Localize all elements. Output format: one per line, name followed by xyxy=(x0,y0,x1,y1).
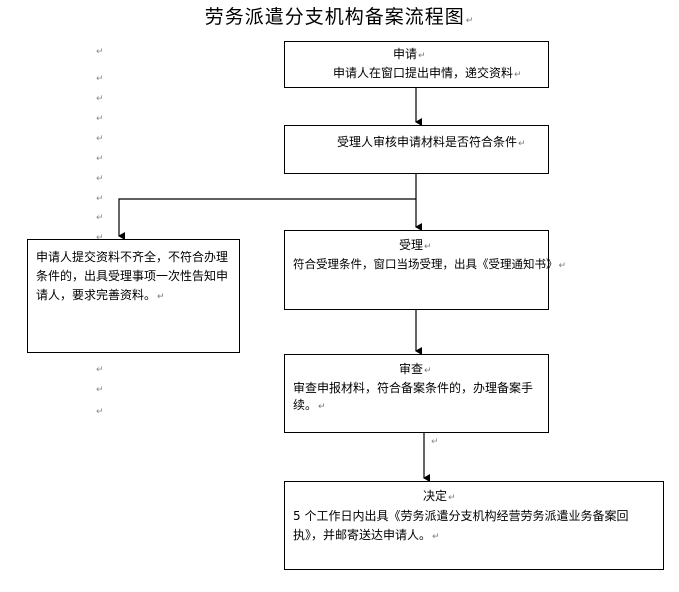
title-text: 劳务派遣分支机构备案流程图 xyxy=(204,6,465,28)
step-accept-heading: 受理↵ xyxy=(399,238,432,252)
paragraph-mark-icon: ↵ xyxy=(96,365,104,375)
step-reject-box: 申请人提交资料不齐全，不符合办理条件的，出具受理事项一次性告知申请人，要求完善资… xyxy=(27,239,240,353)
step-decide-box: 决定↵ 5 个工作日内出具《劳务派遣分支机构经营劳务派遣业务备案回执》，并邮寄送… xyxy=(284,481,664,570)
paragraph-mark-icon: ↵ xyxy=(96,213,104,223)
paragraph-mark-icon: ↵ xyxy=(96,174,104,184)
paragraph-mark-icon: ↵ xyxy=(96,154,104,164)
paragraph-mark-icon: ↵ xyxy=(96,47,104,57)
step-apply-text: 申请人在窗口提出申情，递交资料↵ xyxy=(333,66,522,80)
step-examine-heading: 审查↵ xyxy=(399,362,432,376)
paragraph-mark-icon: ↵ xyxy=(431,437,439,447)
paragraph-mark-icon: ↵ xyxy=(96,74,104,84)
arrow-review-to-reject xyxy=(118,198,416,240)
step-review-box: 受理人审核申请材料是否符合条件↵ xyxy=(284,125,549,174)
paragraph-mark-icon: ↵ xyxy=(465,16,475,26)
paragraph-mark-icon: ↵ xyxy=(96,114,104,124)
paragraph-mark-icon: ↵ xyxy=(96,194,104,204)
step-apply-box: 申请↵ 申请人在窗口提出申情，递交资料↵ xyxy=(284,41,549,88)
paragraph-mark-icon: ↵ xyxy=(96,134,104,144)
step-decide-text: 5 个工作日内出具《劳务派遣分支机构经营劳务派遣业务备案回执》，并邮寄送达申请人… xyxy=(293,509,629,542)
step-accept-text: 符合受理条件，窗口当场受理，出具《受理通知书》↵ xyxy=(293,257,567,271)
step-apply-heading: 申请↵ xyxy=(393,47,426,61)
paragraph-mark-icon: ↵ xyxy=(96,94,104,104)
step-examine-text: 审查申报材料，符合备案条件的，办理备案手续。↵ xyxy=(293,381,534,412)
paragraph-mark-icon: ↵ xyxy=(96,233,104,243)
step-accept-box: 受理↵ 符合受理条件，窗口当场受理，出具《受理通知书》↵ xyxy=(284,230,567,310)
paragraph-mark-icon: ↵ xyxy=(96,385,104,395)
step-review-text: 受理人审核申请材料是否符合条件↵ xyxy=(337,135,526,149)
step-examine-box: 审查↵ 审查申报材料，符合备案条件的，办理备案手续。↵ xyxy=(284,354,549,433)
page-title: 劳务派遣分支机构备案流程图↵ xyxy=(0,2,679,29)
paragraph-mark-icon: ↵ xyxy=(96,407,104,417)
step-decide-heading: 决定↵ xyxy=(423,489,456,503)
step-reject-text: 申请人提交资料不齐全，不符合办理条件的，出具受理事项一次性告知申请人，要求完善资… xyxy=(36,250,229,302)
